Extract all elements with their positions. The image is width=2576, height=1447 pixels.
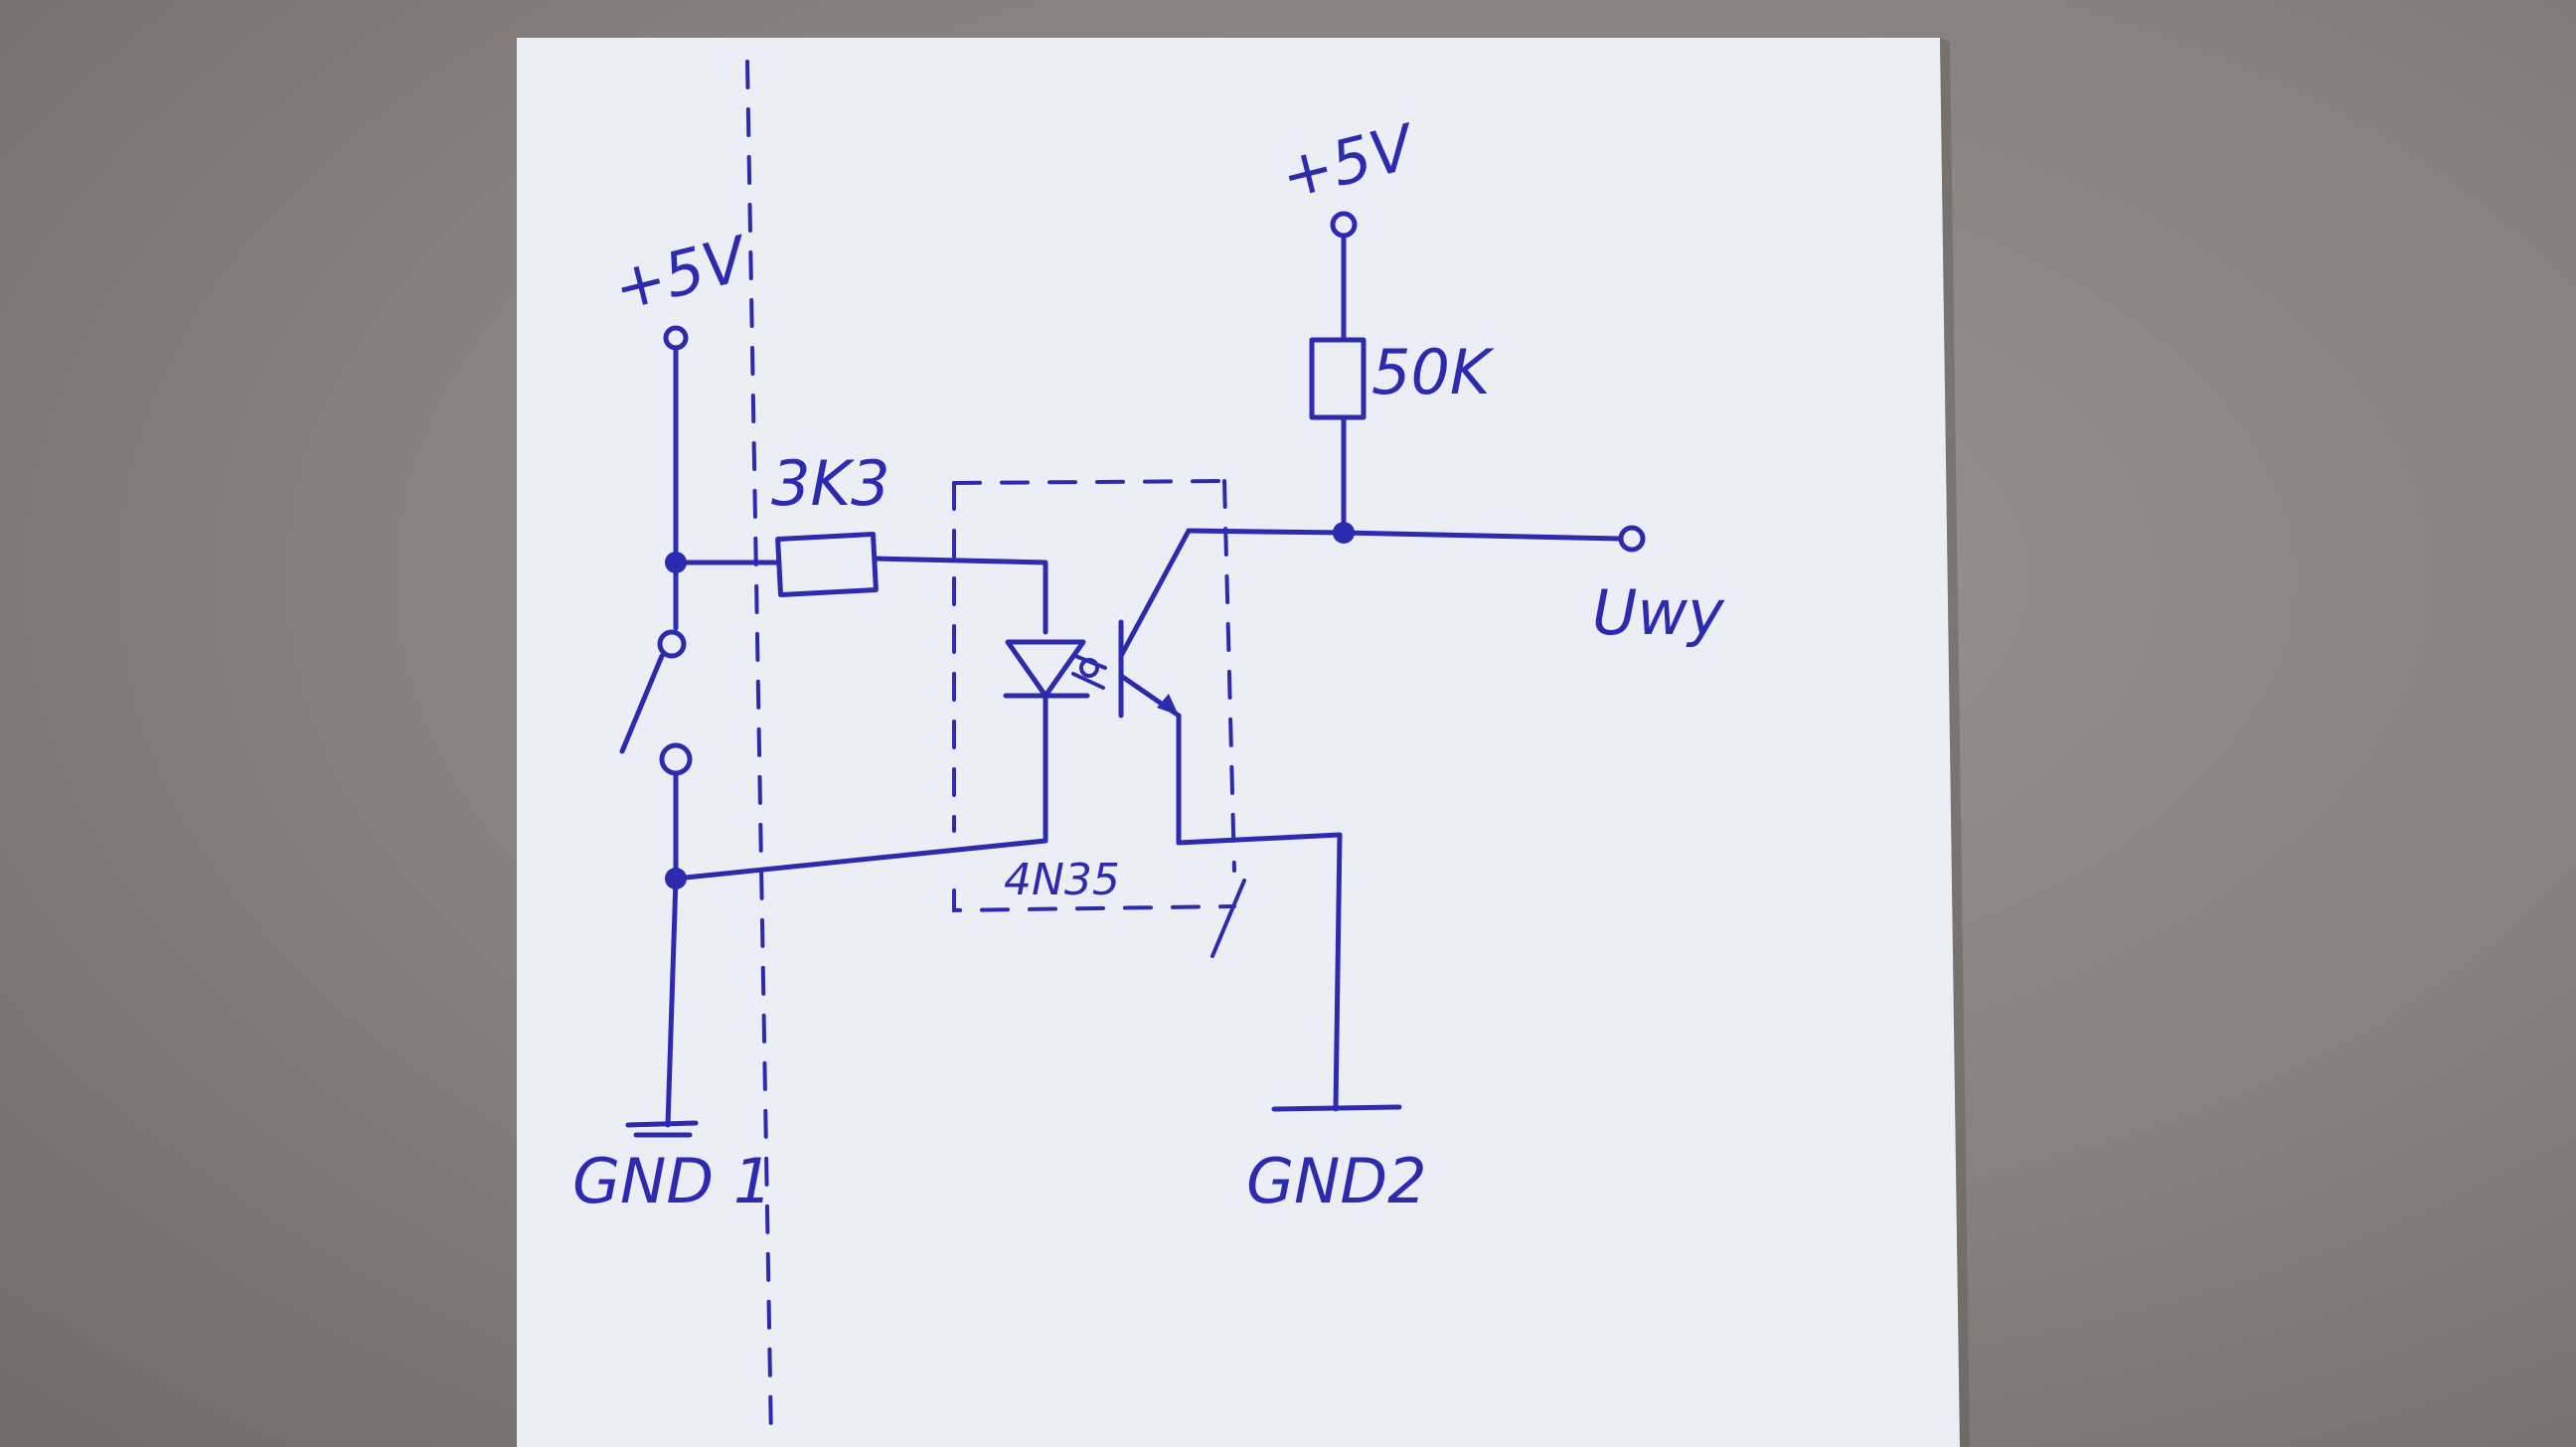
led-symbol	[1003, 639, 1107, 844]
phototransistor-symbol	[1118, 528, 1347, 846]
gnd2-symbol	[1271, 1104, 1402, 1112]
label-gnd1: GND 1	[572, 1145, 772, 1217]
paper-sheet	[517, 38, 1960, 1447]
label-resistor-3k3: 3K3	[771, 447, 890, 520]
resistor-50k-body	[1309, 337, 1367, 420]
gnd1-symbol	[625, 1120, 699, 1138]
optocoupler-4n35-package	[952, 479, 1246, 958]
right-supply	[1309, 211, 1646, 553]
label-gnd2: GND2	[1246, 1145, 1427, 1217]
label-resistor-50k: 50K	[1371, 336, 1495, 408]
label-output: Uwy	[1592, 576, 1725, 649]
switch-symbol	[619, 560, 693, 882]
output-terminal	[1618, 525, 1646, 553]
isolation-barrier-line	[745, 60, 773, 1443]
label-optocoupler: 4N35	[1004, 855, 1120, 905]
paper-shadow	[1940, 38, 1970, 1447]
resistor-3k3-body	[775, 532, 879, 597]
